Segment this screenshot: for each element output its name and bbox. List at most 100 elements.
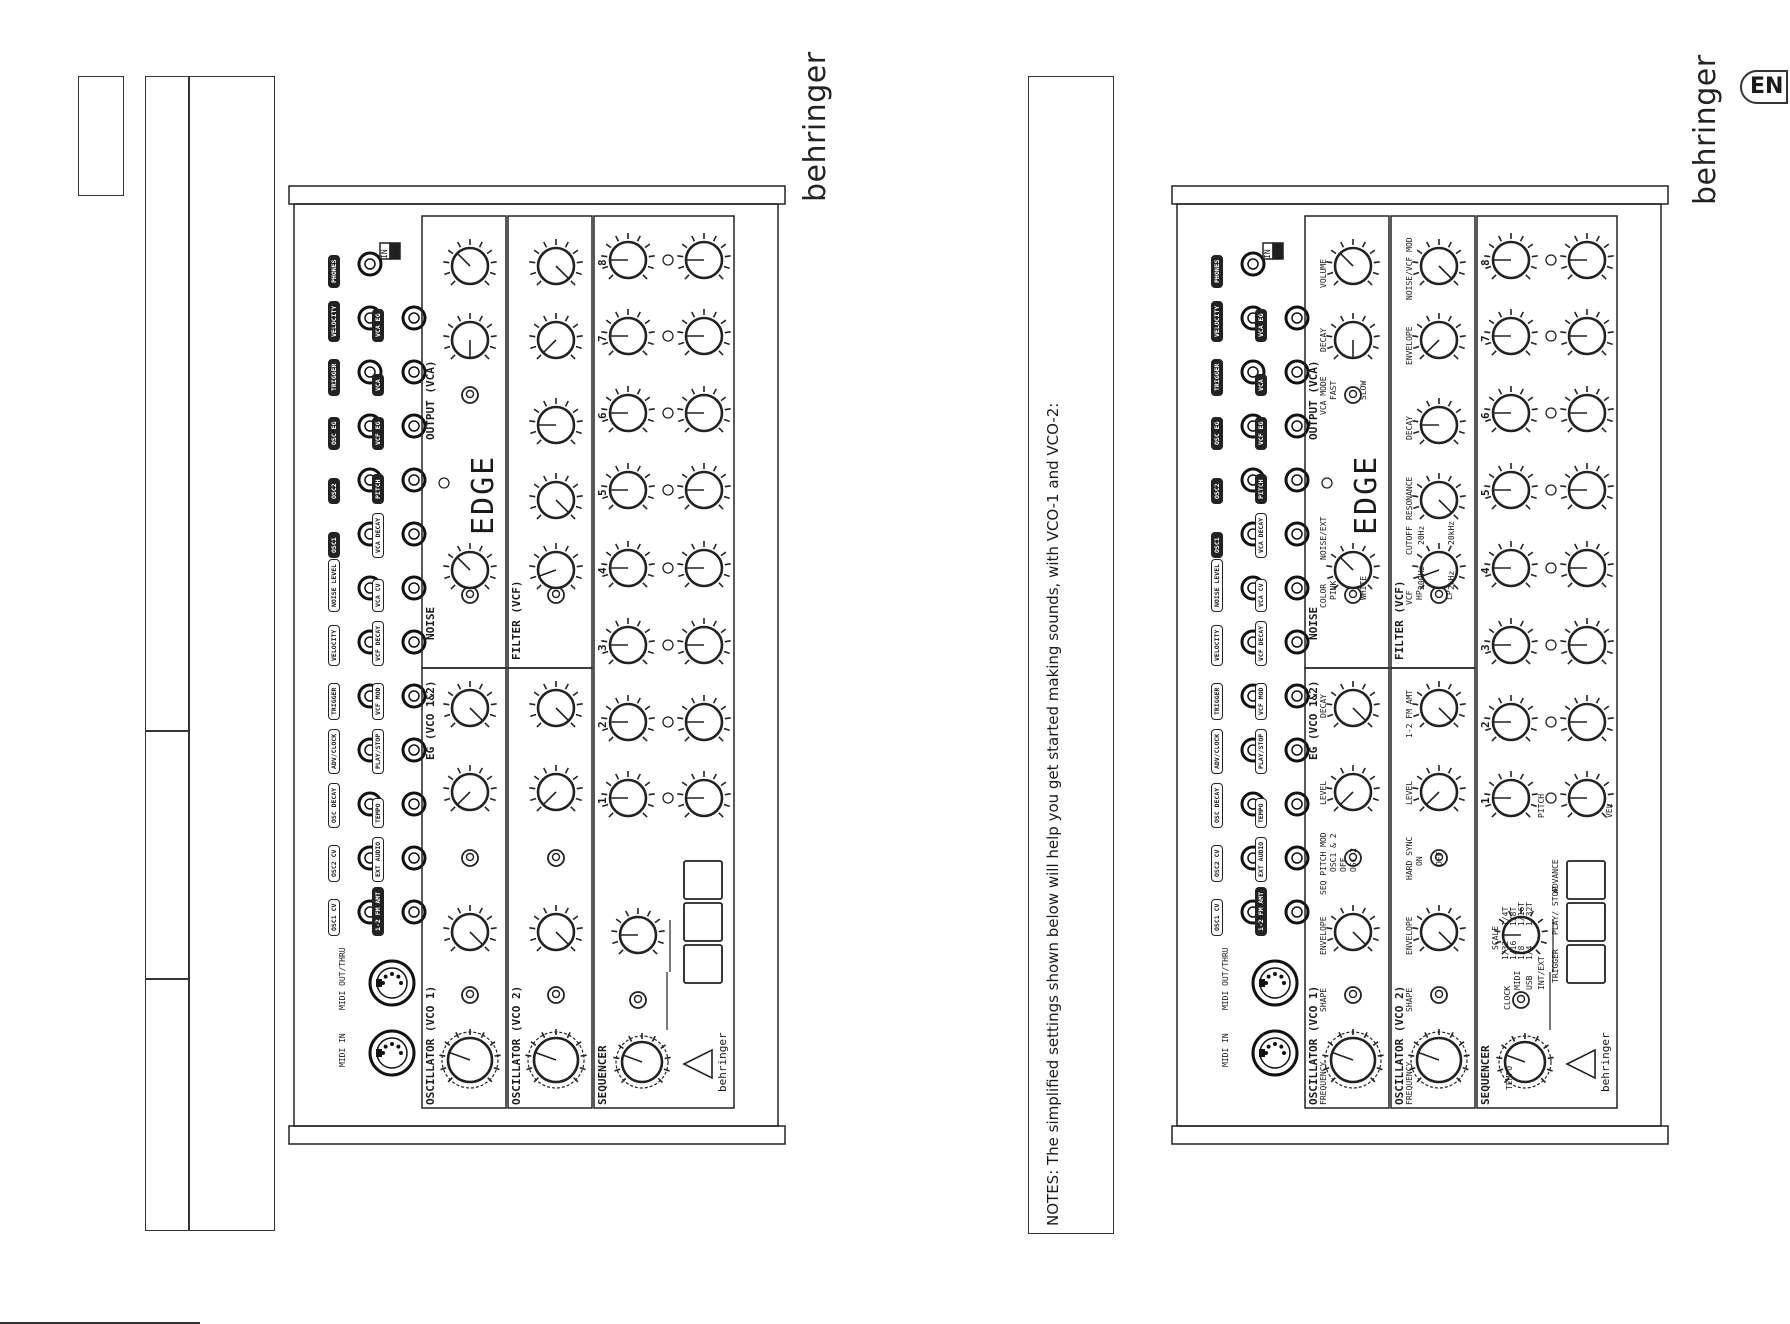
right-knob-vel-3[interactable] — [1560, 618, 1614, 665]
left-knob-vel-1[interactable] — [677, 771, 731, 818]
right-knob-pitch-6[interactable] — [1484, 386, 1538, 433]
right-knob-osc2-env[interactable] — [1412, 905, 1466, 952]
right-knob-osc1-freq[interactable] — [1322, 1029, 1384, 1084]
right-knob-eg-decay[interactable] — [1326, 681, 1380, 728]
right-lbl-osc1-env: ENVELOPE — [1319, 916, 1328, 955]
left-knob-resonance[interactable] — [529, 473, 583, 520]
right-led-step-2 — [1545, 716, 1557, 728]
left-knob-osc2-level[interactable] — [529, 765, 583, 812]
left-knob-eg-decay[interactable] — [443, 681, 497, 728]
left-knob-pitch-3[interactable] — [601, 618, 655, 665]
right-btn-advance[interactable] — [1566, 860, 1606, 900]
left-knob-vcf-env[interactable] — [529, 313, 583, 360]
left-knob-pitch-6[interactable] — [601, 386, 655, 433]
right-knob-vel-8[interactable] — [1560, 233, 1614, 280]
right-knob-vel-1[interactable] — [1560, 771, 1614, 818]
left-knob-vel-6[interactable] — [677, 386, 731, 433]
right-btn-trigger[interactable] — [1566, 944, 1606, 984]
right-knob-vel-6[interactable] — [1560, 386, 1614, 433]
right-knob-vel-2[interactable] — [1560, 695, 1614, 742]
right-knob-vcf-decay[interactable] — [1412, 398, 1466, 445]
left-toggle-vca-mode[interactable] — [461, 386, 479, 404]
right-knob-pitch-3[interactable] — [1484, 618, 1538, 665]
right-knob-pitch-2[interactable] — [1484, 695, 1538, 742]
left-knob-vcf-decay[interactable] — [529, 398, 583, 445]
left-knob-osc1-level[interactable] — [443, 765, 497, 812]
left-btn-trigger[interactable] — [683, 944, 723, 984]
right-knob-pitch-7[interactable] — [1484, 309, 1538, 356]
left-knob-vel-7[interactable] — [677, 309, 731, 356]
right-lbl-play-stop: PLAY/ STOP — [1551, 886, 1560, 935]
right-btn-play-stop[interactable] — [1566, 902, 1606, 942]
right-knob-vel-7[interactable] — [1560, 309, 1614, 356]
left-knob-pitch-2[interactable] — [601, 695, 655, 742]
right-knob-fm-amt[interactable] — [1412, 681, 1466, 728]
left-knob-volume[interactable] — [443, 239, 497, 286]
left-toggle-clock[interactable] — [629, 991, 647, 1009]
left-btn-play-stop[interactable] — [683, 902, 723, 942]
right-lbl-osc2-freq: FREQUENCY — [1405, 1061, 1414, 1105]
left-knob-tempo[interactable] — [613, 1033, 671, 1084]
left-knob-osc2-freq[interactable] — [525, 1029, 587, 1084]
left-jack-bot-4-inner — [408, 690, 420, 702]
right-knob-pitch-8[interactable] — [1484, 233, 1538, 280]
left-knob-pitch-1[interactable] — [601, 771, 655, 818]
left-knob-pitch-7[interactable] — [601, 309, 655, 356]
left-knob-vca-decay[interactable] — [443, 313, 497, 360]
right-knob-osc1-env[interactable] — [1326, 905, 1380, 952]
right-toggle-osc2-shape[interactable] — [1430, 986, 1448, 1004]
left-knob-osc2-freq-ring — [527, 1031, 585, 1089]
right-knob-pitch-1[interactable] — [1484, 771, 1538, 818]
right-knob-noise-ext[interactable] — [1326, 543, 1380, 590]
left-toggle-osc1-shape[interactable] — [461, 986, 479, 1004]
right-knob-osc1-level[interactable] — [1326, 765, 1380, 812]
left-knob-vel-2[interactable] — [677, 695, 731, 742]
right-knob-noise-vcf-mod[interactable] — [1412, 239, 1466, 286]
right-sec-osc1-eg — [1304, 667, 1390, 1109]
left-knob-osc1-env[interactable] — [443, 905, 497, 952]
right-knob-volume[interactable] — [1326, 239, 1380, 286]
right-knob-resonance[interactable] — [1412, 473, 1466, 520]
left-knob-pitch-4[interactable] — [601, 541, 655, 588]
right-knob-pitch-5[interactable] — [1484, 463, 1538, 510]
left-knob-pitch-8[interactable] — [601, 233, 655, 280]
right-toggle-clock[interactable] — [1512, 991, 1530, 1009]
left-knob-scale[interactable] — [611, 908, 665, 955]
left-knob-cutoff[interactable] — [529, 543, 583, 590]
right-knob-osc2-level[interactable] — [1412, 765, 1466, 812]
left-toggle-vcf[interactable] — [547, 586, 565, 604]
right-knob-pitch-4[interactable] — [1484, 541, 1538, 588]
left-knob-fm-amt[interactable] — [529, 681, 583, 728]
right-lbl-cutoff: CUTOFF — [1405, 526, 1414, 555]
left-knob-vel-4[interactable] — [677, 541, 731, 588]
right-edge-logo: EDGE — [1349, 454, 1384, 535]
right-toggle-color[interactable] — [1344, 586, 1362, 604]
left-knob-vel-8[interactable] — [677, 233, 731, 280]
right-knob-scale[interactable] — [1494, 908, 1548, 955]
left-knob-vel-5[interactable] — [677, 463, 731, 510]
right-toggle-osc1-shape[interactable] — [1344, 986, 1362, 1004]
right-toggle-seq-pitch[interactable] — [1344, 849, 1362, 867]
right-knob-osc2-freq[interactable] — [1408, 1029, 1470, 1084]
left-btn-advance[interactable] — [683, 860, 723, 900]
left-knob-osc1-freq[interactable] — [439, 1029, 501, 1084]
right-knob-vel-5[interactable] — [1560, 463, 1614, 510]
right-toggle-vca-mode[interactable] — [1344, 386, 1362, 404]
right-knob-vcf-env[interactable] — [1412, 313, 1466, 360]
left-knob-osc2-env[interactable] — [529, 905, 583, 952]
left-knob-noise-vcf-mod[interactable] — [529, 239, 583, 286]
right-knob-vca-decay[interactable] — [1326, 313, 1380, 360]
right-lbl-clock: CLOCK — [1503, 985, 1512, 1010]
right-toggle-hard-sync[interactable] — [1430, 849, 1448, 867]
left-toggle-osc2-shape[interactable] — [547, 986, 565, 1004]
right-knob-vel-4[interactable] — [1560, 541, 1614, 588]
left-knob-vel-3[interactable] — [677, 618, 731, 665]
right-knob-cutoff[interactable] — [1412, 543, 1466, 590]
left-knob-noise-ext[interactable] — [443, 543, 497, 590]
left-jack-bot-11-inner — [408, 312, 420, 324]
left-knob-pitch-5[interactable] — [601, 463, 655, 510]
left-toggle-seq-pitch[interactable] — [461, 849, 479, 867]
left-toggle-color[interactable] — [461, 586, 479, 604]
left-toggle-hard-sync[interactable] — [547, 849, 565, 867]
right-lbl-vcf: VCF — [1405, 590, 1414, 605]
